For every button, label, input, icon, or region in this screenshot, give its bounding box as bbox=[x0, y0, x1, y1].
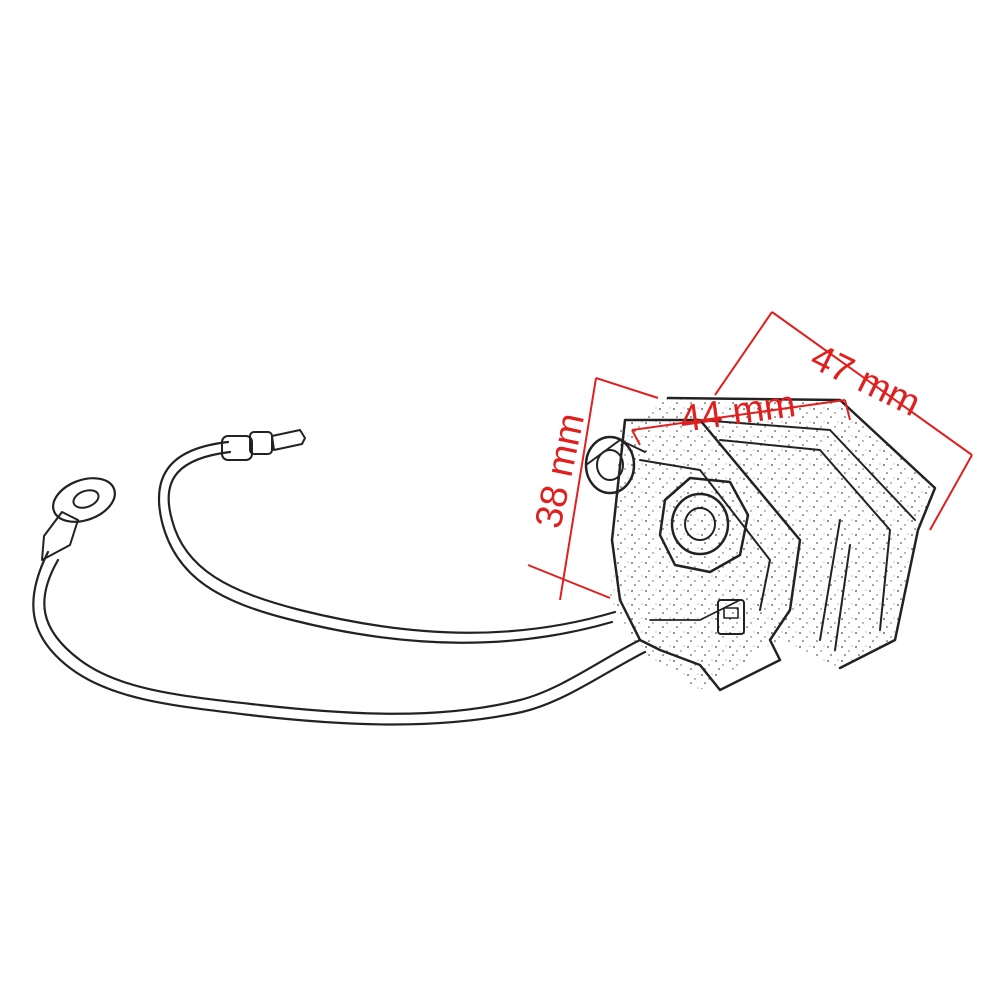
dimension-label-38mm: 38 mm bbox=[528, 410, 593, 532]
wire-group bbox=[32, 429, 647, 726]
ring-terminal bbox=[41, 477, 116, 561]
bullet-connector bbox=[221, 429, 306, 461]
relay-body bbox=[610, 396, 937, 692]
terminal-post-right bbox=[658, 476, 750, 574]
terminal-post-left bbox=[584, 435, 646, 495]
